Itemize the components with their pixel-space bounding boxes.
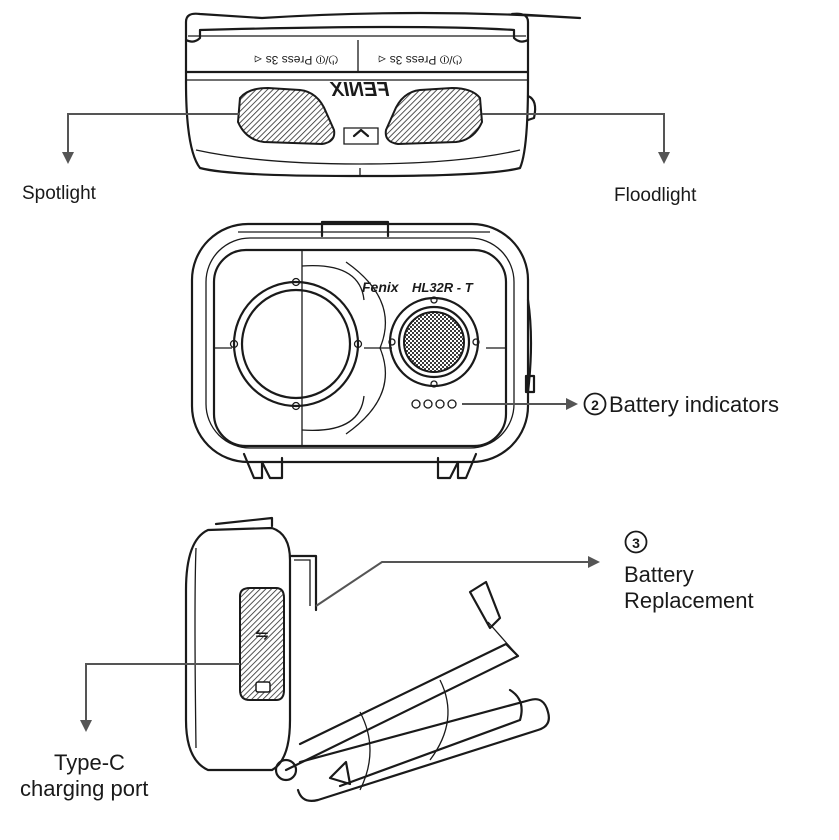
spotlight-button[interactable]: [236, 86, 336, 146]
battery-indicators-number: 2: [591, 397, 599, 413]
front-view-illustration: Fenix HL32R - T: [190, 220, 536, 480]
spotlight-leader-arrow: [62, 113, 240, 164]
side-view-illustration: ⇋: [184, 516, 550, 802]
spotlight-label: Spotlight: [22, 183, 97, 204]
battery-replacement-number: 3: [632, 535, 640, 551]
type-c-leader-arrow: [80, 663, 240, 732]
floodlight-leader-arrow: [482, 113, 670, 164]
type-c-label-line2: charging port: [20, 776, 148, 801]
usb-icon: ⇋: [255, 627, 268, 644]
battery-indicator-dots: [411, 399, 457, 409]
right-button-label: ⏻/⏼ Press 3s ⏿: [378, 53, 462, 67]
floodlight-label: Floodlight: [614, 185, 697, 206]
battery-replacement-label-line1: Battery: [624, 562, 694, 587]
battery-replacement-leader-arrow: [315, 556, 600, 607]
svg-text:FENIX: FENIX: [329, 79, 390, 101]
battery-replacement-number-circle: [624, 530, 648, 554]
top-view-illustration: FENIX ⏻/⏼ Press 3s ⏿ ⏻/⏼ Press 3s ⏿: [184, 11, 582, 178]
type-c-label-line1: Type-C: [54, 750, 125, 775]
mirrored-brand-logo: FENIX: [329, 79, 390, 101]
usb-c-port-cover[interactable]: [239, 587, 285, 701]
battery-indicators-label: Battery indicators: [609, 392, 779, 417]
front-model-name: HL32R - T: [412, 280, 474, 295]
floodlight-button[interactable]: [384, 86, 484, 146]
battery-replacement-label-line2: Replacement: [624, 588, 754, 613]
battery-indicators-number-circle: [583, 392, 607, 416]
front-brand-logo: Fenix: [362, 279, 400, 295]
left-button-label: ⏻/⏼ Press 3s ⏿: [254, 53, 338, 67]
